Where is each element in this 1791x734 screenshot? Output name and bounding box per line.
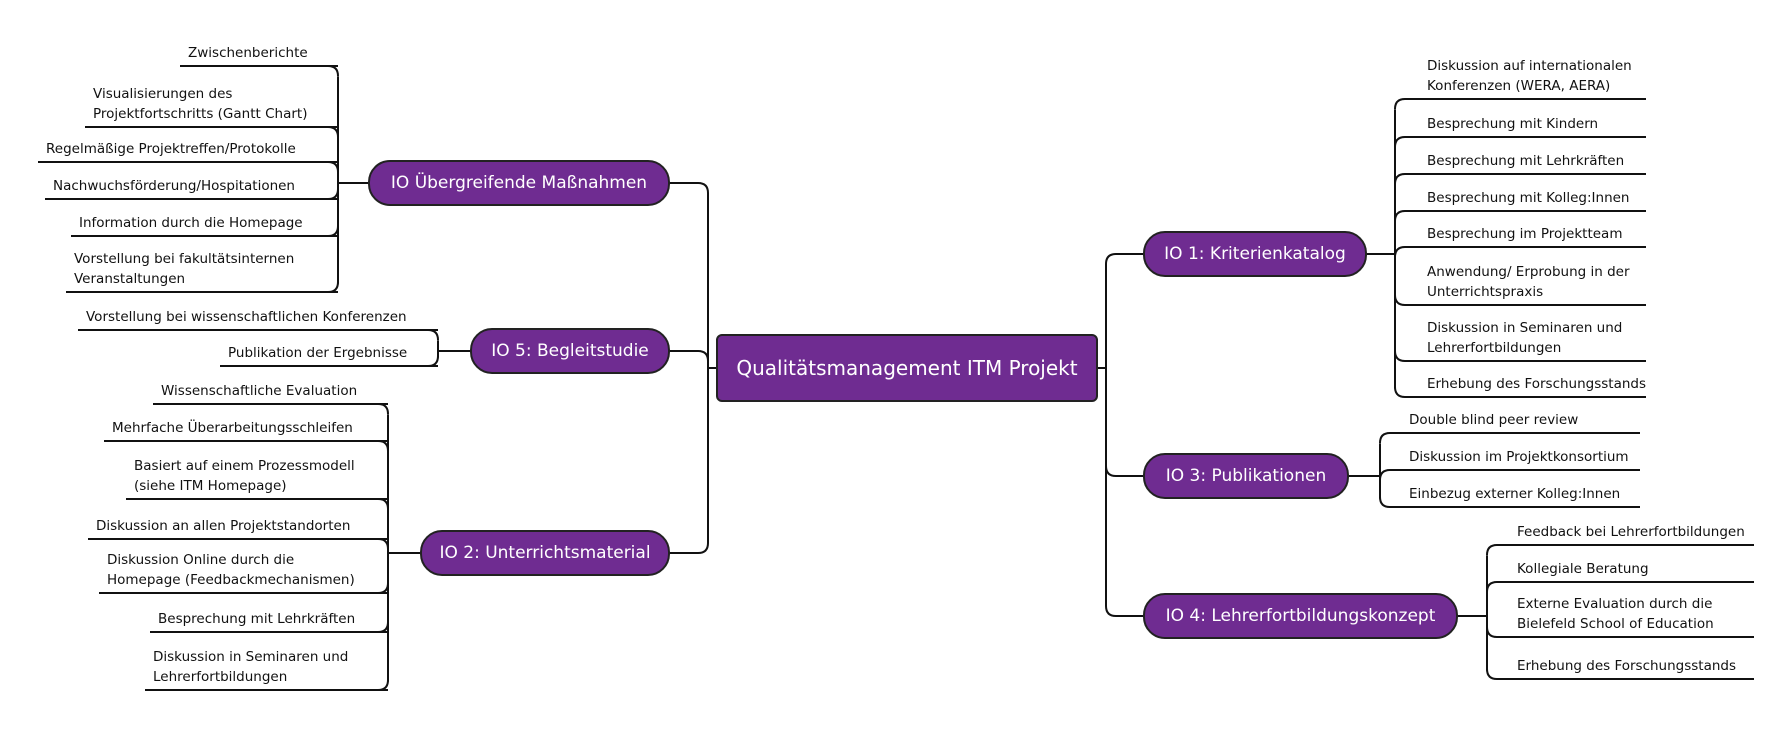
leaf-text-line: Diskussion in Seminaren und — [1427, 320, 1623, 336]
branch-node-io2[interactable]: IO 2: Unterrichtsmaterial — [420, 530, 670, 576]
leaf-text-line: Diskussion Online durch die — [107, 552, 295, 568]
leaf-text-line: Visualisierungen des — [93, 86, 233, 102]
leaf-io3-3[interactable]: Einbezug externer Kolleg:Innen — [1409, 484, 1640, 508]
branch-node-io5[interactable]: IO 5: Begleitstudie — [470, 328, 670, 374]
leaf-text-line: Diskussion auf internationalen — [1427, 58, 1632, 74]
leaf-io3-1[interactable]: Double blind peer review — [1409, 410, 1640, 434]
leaf-io1-3[interactable]: Besprechung mit Lehrkräften — [1427, 151, 1646, 175]
leaf-text-line: Besprechung mit Kolleg:Innen — [1427, 190, 1630, 206]
leaf-text-line: Anwendung/ Erprobung in der — [1427, 264, 1630, 280]
leaf-text-line: Konferenzen (WERA, AERA) — [1427, 78, 1611, 94]
leaf-text-line: Besprechung im Projektteam — [1427, 226, 1623, 242]
leaf-io1-2[interactable]: Besprechung mit Kindern — [1427, 114, 1646, 138]
leaf-iou-3[interactable]: Regelmäßige Projektreffen/Protokolle — [38, 139, 338, 163]
leaf-io1-5[interactable]: Besprechung im Projektteam — [1427, 224, 1646, 248]
leaf-io2-6[interactable]: Besprechung mit Lehrkräften — [150, 609, 388, 633]
leaf-text-line: Erhebung des Forschungsstands — [1427, 376, 1647, 392]
leaf-text-line: Kollegiale Beratung — [1517, 561, 1649, 577]
leaf-text-line: Regelmäßige Projektreffen/Protokolle — [46, 141, 296, 157]
leaf-io5-2[interactable]: Publikation der Ergebnisse — [220, 343, 438, 367]
leaf-io5-1[interactable]: Vorstellung bei wissenschaftlichen Konfe… — [78, 307, 438, 331]
leaf-text-line: Externe Evaluation durch die — [1517, 596, 1713, 612]
branch-node-io1[interactable]: IO 1: Kriterienkatalog — [1143, 231, 1367, 277]
leaf-io1-8[interactable]: Erhebung des Forschungsstands — [1427, 374, 1646, 398]
leaf-text-line: Einbezug externer Kolleg:Innen — [1409, 486, 1621, 502]
leaf-io4-1[interactable]: Feedback bei Lehrerfortbildungen — [1517, 522, 1754, 546]
leaf-text-line: Unterrichtspraxis — [1427, 284, 1544, 300]
leaf-text-line: Vorstellung bei fakultätsinternen — [74, 251, 295, 267]
leaf-io2-1[interactable]: Wissenschaftliche Evaluation — [153, 381, 388, 405]
leaf-text-line: Information durch die Homepage — [79, 215, 303, 231]
leaf-iou-5[interactable]: Information durch die Homepage — [71, 213, 338, 237]
branch-node-io3[interactable]: IO 3: Publikationen — [1143, 453, 1349, 499]
leaf-io2-4[interactable]: Diskussion an allen Projektstandorten — [88, 516, 388, 540]
leaf-text-line: Zwischenberichte — [188, 45, 308, 61]
leaf-text-line: Projektfortschritts (Gantt Chart) — [93, 106, 308, 122]
leaf-text-line: Publikation der Ergebnisse — [228, 345, 408, 361]
leaf-io3-2[interactable]: Diskussion im Projektkonsortium — [1409, 447, 1640, 471]
leaf-io2-2[interactable]: Mehrfache Überarbeitungsschleifen — [104, 418, 388, 442]
leaf-text-line: Besprechung mit Kindern — [1427, 116, 1599, 132]
leaf-iou-1[interactable]: Zwischenberichte — [180, 43, 338, 67]
leaf-text-line: Mehrfache Überarbeitungsschleifen — [112, 420, 353, 436]
leaf-text-line: Lehrerfortbildungen — [153, 669, 288, 685]
leaf-iou-4[interactable]: Nachwuchsförderung/Hospitationen — [45, 176, 338, 200]
root-node[interactable]: Qualitätsmanagement ITM Projekt — [716, 334, 1098, 402]
leaf-io1-4[interactable]: Besprechung mit Kolleg:Innen — [1427, 188, 1646, 212]
leaf-text-line: Double blind peer review — [1409, 412, 1579, 428]
leaf-text-line: Wissenschaftliche Evaluation — [161, 383, 358, 399]
leaf-text-line: Bielefeld School of Education — [1517, 616, 1714, 632]
leaf-text-line: Besprechung mit Lehrkräften — [158, 611, 356, 627]
leaf-io2-3[interactable]: Basiert auf einem Prozessmodell (siehe IT… — [126, 456, 388, 500]
leaf-text-line: Vorstellung bei wissenschaftlichen Konfe… — [86, 309, 407, 325]
leaf-text-line: Feedback bei Lehrerfortbildungen — [1517, 524, 1745, 540]
leaf-text-line: Basiert auf einem Prozessmodell — [134, 458, 355, 474]
leaf-text-line: Diskussion im Projektkonsortium — [1409, 449, 1629, 465]
leaf-text-line: Besprechung mit Lehrkräften — [1427, 153, 1625, 169]
leaf-text-line: Erhebung des Forschungsstands — [1517, 658, 1737, 674]
leaf-text-line: Diskussion an allen Projektstandorten — [96, 518, 351, 534]
leaf-text-line: Diskussion in Seminaren und — [153, 649, 349, 665]
leaf-text-line: (siehe ITM Homepage) — [134, 478, 287, 494]
leaf-io4-2[interactable]: Kollegiale Beratung — [1517, 559, 1754, 583]
leaf-io4-4[interactable]: Erhebung des Forschungsstands — [1517, 656, 1754, 680]
branch-node-io4[interactable]: IO 4: Lehrerfortbildungskonzept — [1143, 593, 1458, 639]
leaf-text-line: Veranstaltungen — [74, 271, 186, 287]
leaf-text-line: Homepage (Feedbackmechanismen) — [107, 572, 355, 588]
leaf-text-line: Lehrerfortbildungen — [1427, 340, 1562, 356]
branch-node-iou[interactable]: IO Übergreifende Maßnahmen — [368, 160, 670, 206]
leaf-text-line: Nachwuchsförderung/Hospitationen — [53, 178, 295, 194]
